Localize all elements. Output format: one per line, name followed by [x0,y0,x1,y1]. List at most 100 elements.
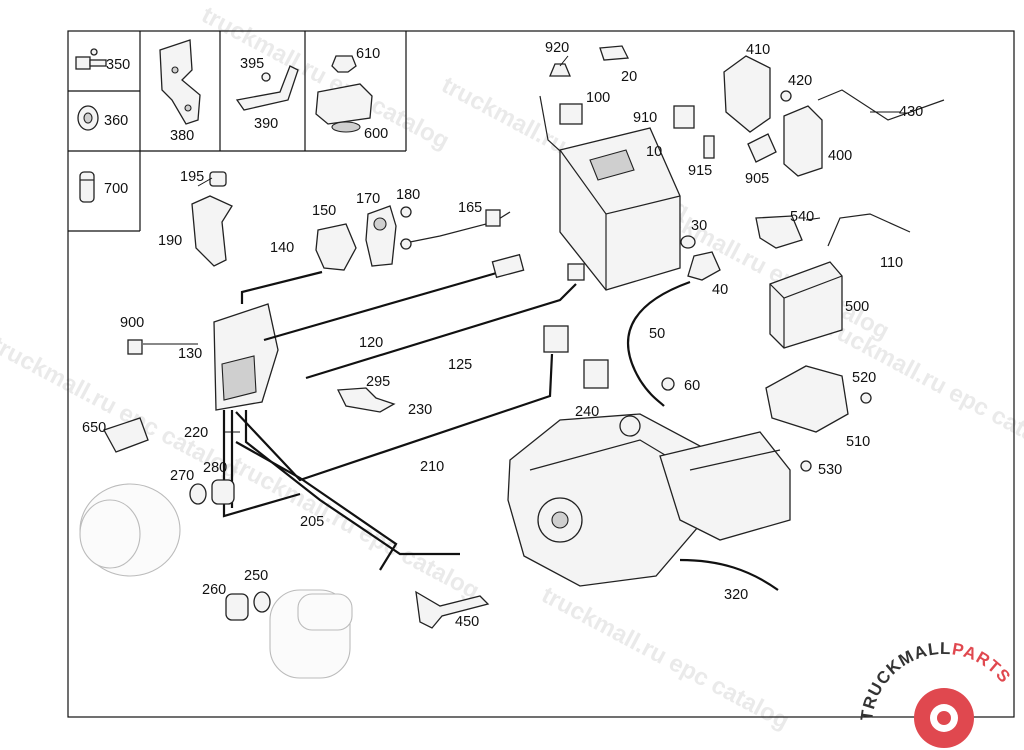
part-900-plug [127,339,143,355]
label-395: 395 [240,56,264,72]
label-430: 430 [899,104,923,120]
wire-140 [240,270,323,304]
label-195: 195 [180,169,204,185]
label-700: 700 [104,181,128,197]
part-530-bolt [800,460,812,472]
label-410: 410 [746,42,770,58]
label-150: 150 [312,203,336,219]
callout-labels: 350 360 700 380 395 390 610 600 920 20 1… [82,40,923,630]
part-170-terminal [365,205,397,267]
part-910-relay [673,105,695,129]
part-150-plug [315,223,357,271]
part-380-bracket [159,39,201,125]
watermark-1: truckmall.ru epc catalog [197,1,453,154]
label-600: 600 [364,126,388,142]
label-270: 270 [170,468,194,484]
part-395-nut [261,72,271,82]
wire-210 [244,410,460,556]
label-400: 400 [828,148,852,164]
label-510: 510 [846,434,870,450]
label-180: 180 [396,187,420,203]
part-650-bracket [103,417,149,453]
part-60-grommet [661,377,675,391]
part-10-battery [559,127,681,291]
diagram-frame [67,30,1015,718]
label-140: 140 [270,240,294,256]
part-180-washer [400,206,412,218]
part-110-cable [827,213,911,247]
part-610-nut [331,55,357,73]
label-120: 120 [359,335,383,351]
part-510-tray [765,365,849,433]
part-905-connector [747,133,777,163]
label-125: 125 [448,357,472,373]
label-250: 250 [244,568,268,584]
part-500-battery [769,261,843,349]
label-320: 320 [724,587,748,603]
part-915-fuse [703,135,715,159]
part-430-cable [817,89,945,121]
part-40-elbow [687,251,721,281]
label-205: 205 [300,514,324,530]
label-230: 230 [408,402,432,418]
label-110: 110 [880,255,903,271]
part-350-bolt [75,48,107,70]
part-410-fusebox [723,55,771,133]
part-280-sleeve [211,479,235,505]
part-190-holder [191,195,233,267]
label-165: 165 [458,200,482,216]
part-50-hose [627,280,691,407]
label-380: 380 [170,128,194,144]
label-915: 915 [688,163,712,179]
alternator-ghost [79,483,181,577]
leader-lines [143,55,900,433]
label-520: 520 [852,370,876,386]
part-520-nut [860,392,872,404]
part-540-cap [755,215,803,249]
label-190: 190 [158,233,182,249]
logo-suffix: PARTS [951,639,1015,686]
label-30: 30 [691,218,707,234]
label-500: 500 [845,299,869,315]
label-905: 905 [745,171,769,187]
part-240-relay [583,359,609,389]
label-650: 650 [82,420,106,436]
label-900: 900 [120,315,144,331]
part-360-grommet [77,105,99,131]
part-130-module [213,303,279,411]
part-260-sleeve [225,593,249,621]
label-100: 100 [586,90,610,106]
part-320-pipe [679,558,779,591]
part-450-bracket [415,590,490,629]
wire-230 [235,325,569,482]
label-390: 390 [254,116,278,132]
label-40: 40 [712,282,728,298]
starter-ghost [269,589,353,679]
label-610: 610 [356,46,380,62]
label-50: 50 [649,326,665,342]
part-700-sleeve [79,171,95,203]
part-165-cable [399,209,511,250]
watermark-7: truckmall.ru epc catalog [537,581,793,734]
part-195-clip [209,171,227,187]
part-250-grommet [253,591,271,613]
label-240: 240 [575,404,599,420]
truckmallparts-logo: TRUCKMALLPARTS [857,639,1015,748]
label-130: 130 [178,346,202,362]
label-920: 920 [545,40,569,56]
label-360: 360 [104,113,128,129]
label-210: 210 [420,459,444,475]
gear-icon [914,688,974,748]
label-10: 10 [646,144,662,160]
part-600-mount [315,83,373,133]
part-30-cap [680,235,696,249]
label-420: 420 [788,73,812,89]
label-530: 530 [818,462,842,478]
part-420-bolt [780,90,792,102]
label-295: 295 [366,374,390,390]
part-20-pad [599,45,630,61]
part-920-cap [549,63,571,77]
inset-boxes [68,31,407,232]
label-20: 20 [621,69,637,85]
